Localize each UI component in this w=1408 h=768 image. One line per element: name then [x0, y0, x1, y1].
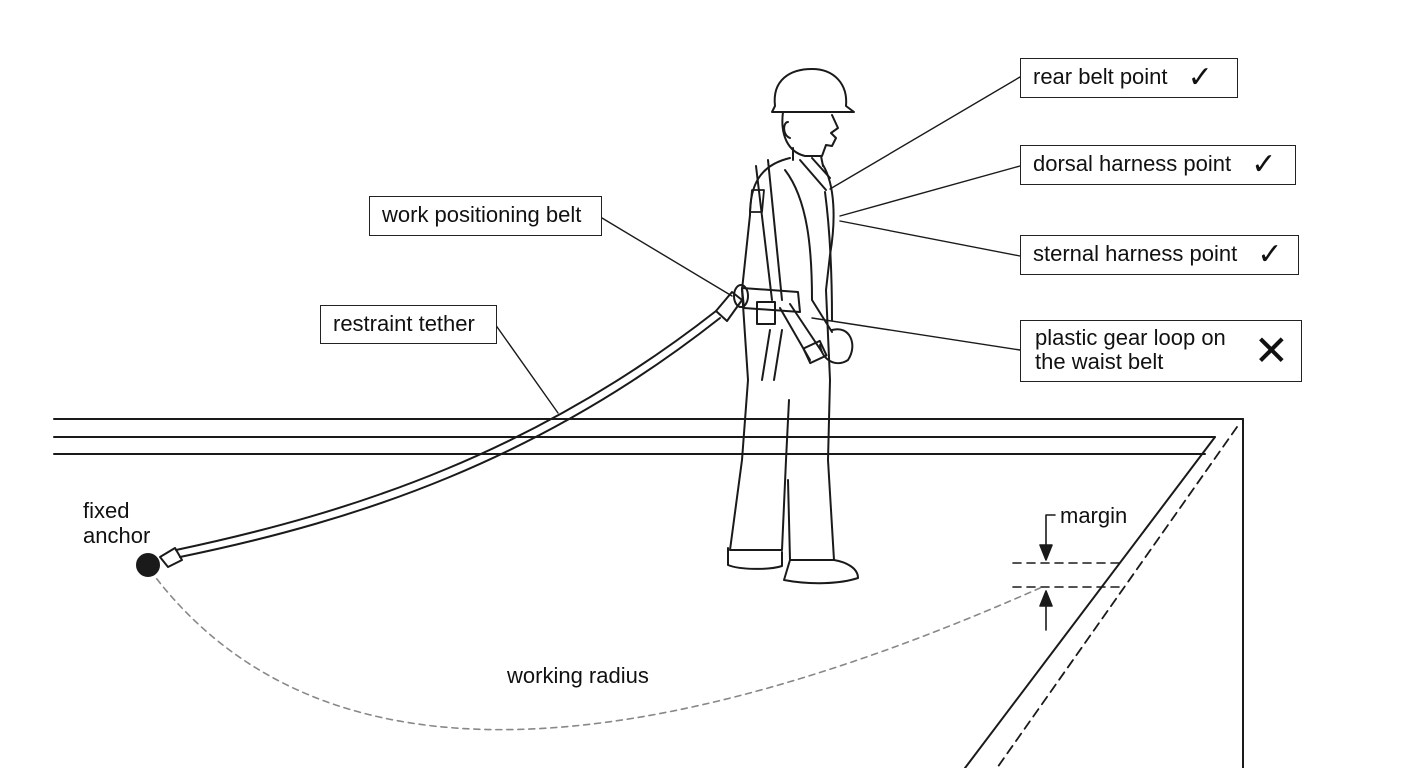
callout-label: dorsal harness point: [1033, 151, 1232, 176]
working-radius-arc: [149, 569, 1041, 731]
callout-label: rear belt point: [1033, 64, 1168, 89]
checkmark-icon: ✓: [1187, 61, 1213, 95]
label-working-radius: working radius: [507, 663, 649, 688]
callout-dorsal-harness-point: dorsal harness point ✓: [1020, 145, 1296, 185]
callout-rear-belt-point: rear belt point ✓: [1020, 58, 1238, 98]
checkmark-icon: ✓: [1257, 238, 1283, 272]
callout-plastic-gear-loop: plastic gear loop on the waist belt ✕: [1020, 320, 1302, 382]
callout-restraint-tether: restraint tether: [320, 305, 497, 344]
label-fixed-anchor-line1: fixed: [83, 498, 130, 523]
leader-lines: [494, 76, 1021, 414]
label-fixed-anchor-line2: anchor: [83, 523, 151, 548]
callout-work-positioning-belt: work positioning belt: [369, 196, 602, 236]
fixed-anchor-point: [136, 553, 160, 577]
cross-icon: ✕: [1253, 327, 1289, 374]
callout-label-line1: plastic gear loop on: [1035, 325, 1226, 350]
callout-label: restraint tether: [333, 311, 475, 336]
margin-dimension: [1012, 514, 1121, 631]
roof-edge: [53, 418, 1244, 768]
label-fixed-anchor: fixed anchor: [83, 498, 150, 548]
worker-figure: [727, 68, 859, 585]
checkmark-icon: ✓: [1251, 148, 1277, 182]
callout-label-line2: the waist belt: [1035, 349, 1164, 374]
callout-sternal-harness-point: sternal harness point ✓: [1020, 235, 1299, 275]
callout-label: sternal harness point: [1033, 241, 1238, 266]
margin-edge-line: [996, 426, 1238, 768]
callout-label: work positioning belt: [382, 202, 582, 227]
label-margin: margin: [1060, 503, 1128, 528]
hard-hat-icon: [771, 68, 855, 113]
